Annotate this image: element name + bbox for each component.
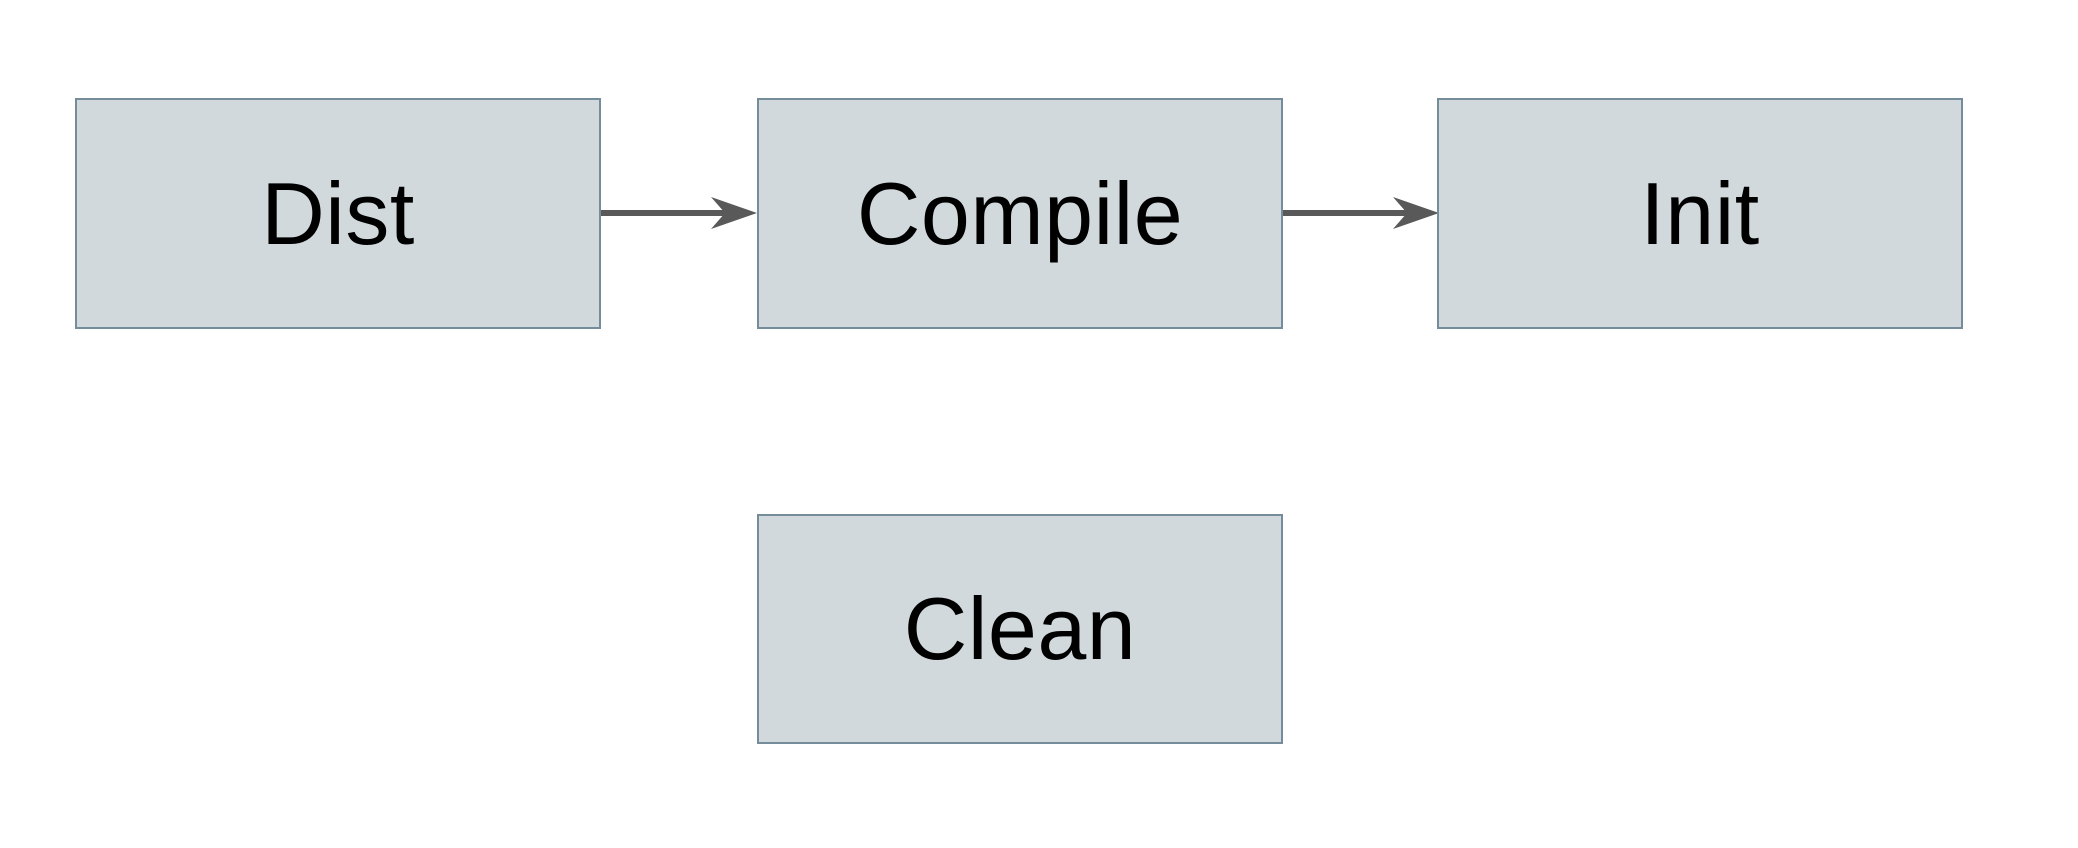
node-clean-label: Clean	[903, 579, 1137, 678]
node-clean[interactable]: Clean	[757, 514, 1283, 744]
arrow-compile-to-init[interactable]	[1283, 191, 1439, 235]
node-compile[interactable]: Compile	[757, 98, 1283, 329]
right-arrow-icon	[601, 197, 757, 229]
node-dist-label: Dist	[261, 163, 415, 263]
node-compile-label: Compile	[856, 163, 1184, 263]
right-arrow-icon	[1283, 197, 1439, 229]
node-dist[interactable]: Dist	[75, 98, 601, 329]
node-init-label: Init	[1640, 163, 1760, 263]
arrow-dist-to-compile[interactable]	[601, 191, 757, 235]
node-init[interactable]: Init	[1437, 98, 1963, 329]
